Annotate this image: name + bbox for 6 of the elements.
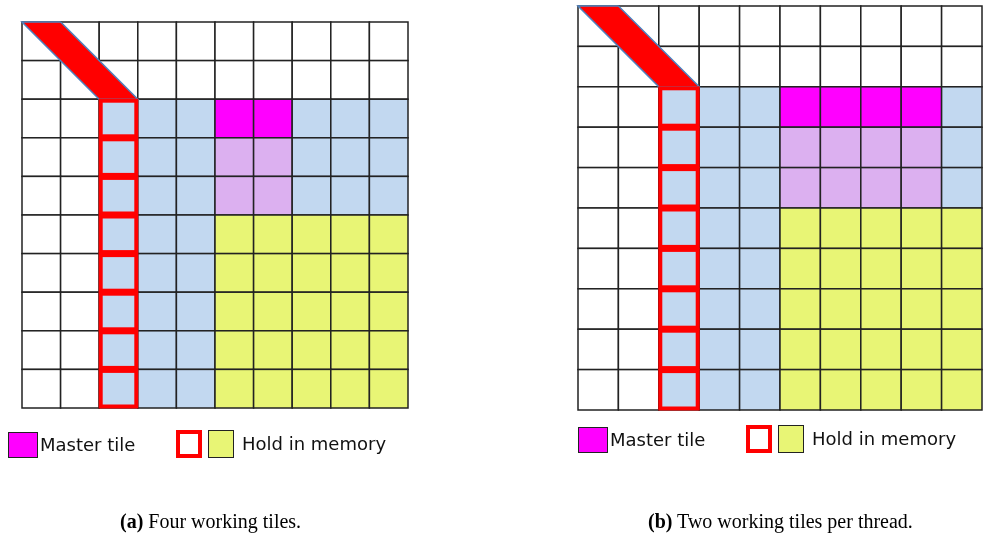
figure-caption: (b) Two working tiles per thread. [648,510,913,533]
legend-label: Master tile [610,429,706,451]
legend-label: Hold in memory [812,428,957,450]
legend-label: Master tile [40,434,136,456]
figure-caption: (a) Four working tiles. [120,510,302,533]
legend-label: Hold in memory [242,433,387,455]
